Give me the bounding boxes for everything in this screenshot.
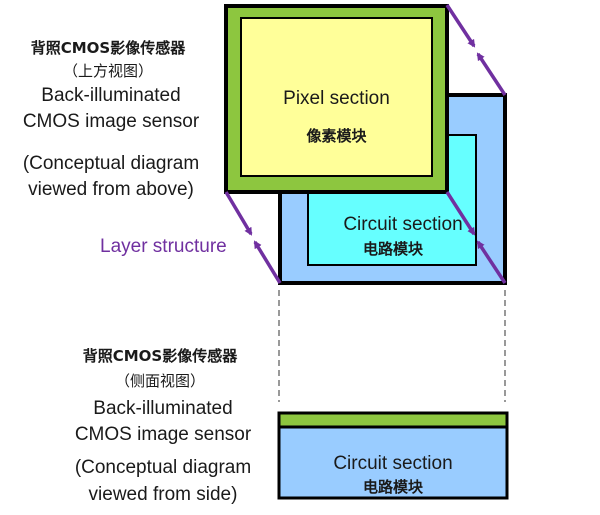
side-title-en-2: CMOS image sensor (74, 424, 252, 445)
layer-structure-label: Layer structure (100, 236, 227, 257)
side-circuit-label-cn: 电路模块 (362, 478, 423, 496)
circuit-section-label: Circuit section (343, 214, 463, 235)
layer-arrows (224, 4, 507, 284)
arrow-icon (476, 240, 507, 284)
circuit-section-label-cn: 电路模块 (362, 240, 423, 258)
side-pixel-layer (277, 411, 509, 429)
arrow-icon (253, 240, 282, 284)
side-circuit-label: Circuit section (333, 453, 453, 474)
side-title-cn: 背照CMOS影像传感器 (82, 347, 238, 365)
side-title-en-1: Back-illuminated (93, 398, 233, 419)
pixel-section-label: Pixel section (283, 88, 390, 109)
side-desc-1: (Conceptual diagram (74, 457, 252, 478)
pixel-section-label-cn: 像素模块 (306, 127, 367, 145)
top-subtitle-cn: （上方视图） (62, 62, 153, 80)
arrow-icon (445, 191, 476, 236)
top-desc-2: viewed from above) (28, 179, 194, 200)
arrow-icon (224, 191, 253, 236)
pixel-section-box (240, 17, 433, 177)
side-desc-2: viewed from side) (88, 484, 238, 505)
top-title-cn: 背照CMOS影像传感器 (30, 39, 186, 57)
arrow-icon (445, 4, 476, 48)
side-subtitle-cn: （侧面视图） (114, 372, 205, 390)
arrow-icon (476, 52, 507, 96)
top-title-en-2: CMOS image sensor (22, 111, 200, 132)
top-desc-1: (Conceptual diagram (22, 153, 200, 174)
top-title-en-1: Back-illuminated (41, 85, 181, 106)
